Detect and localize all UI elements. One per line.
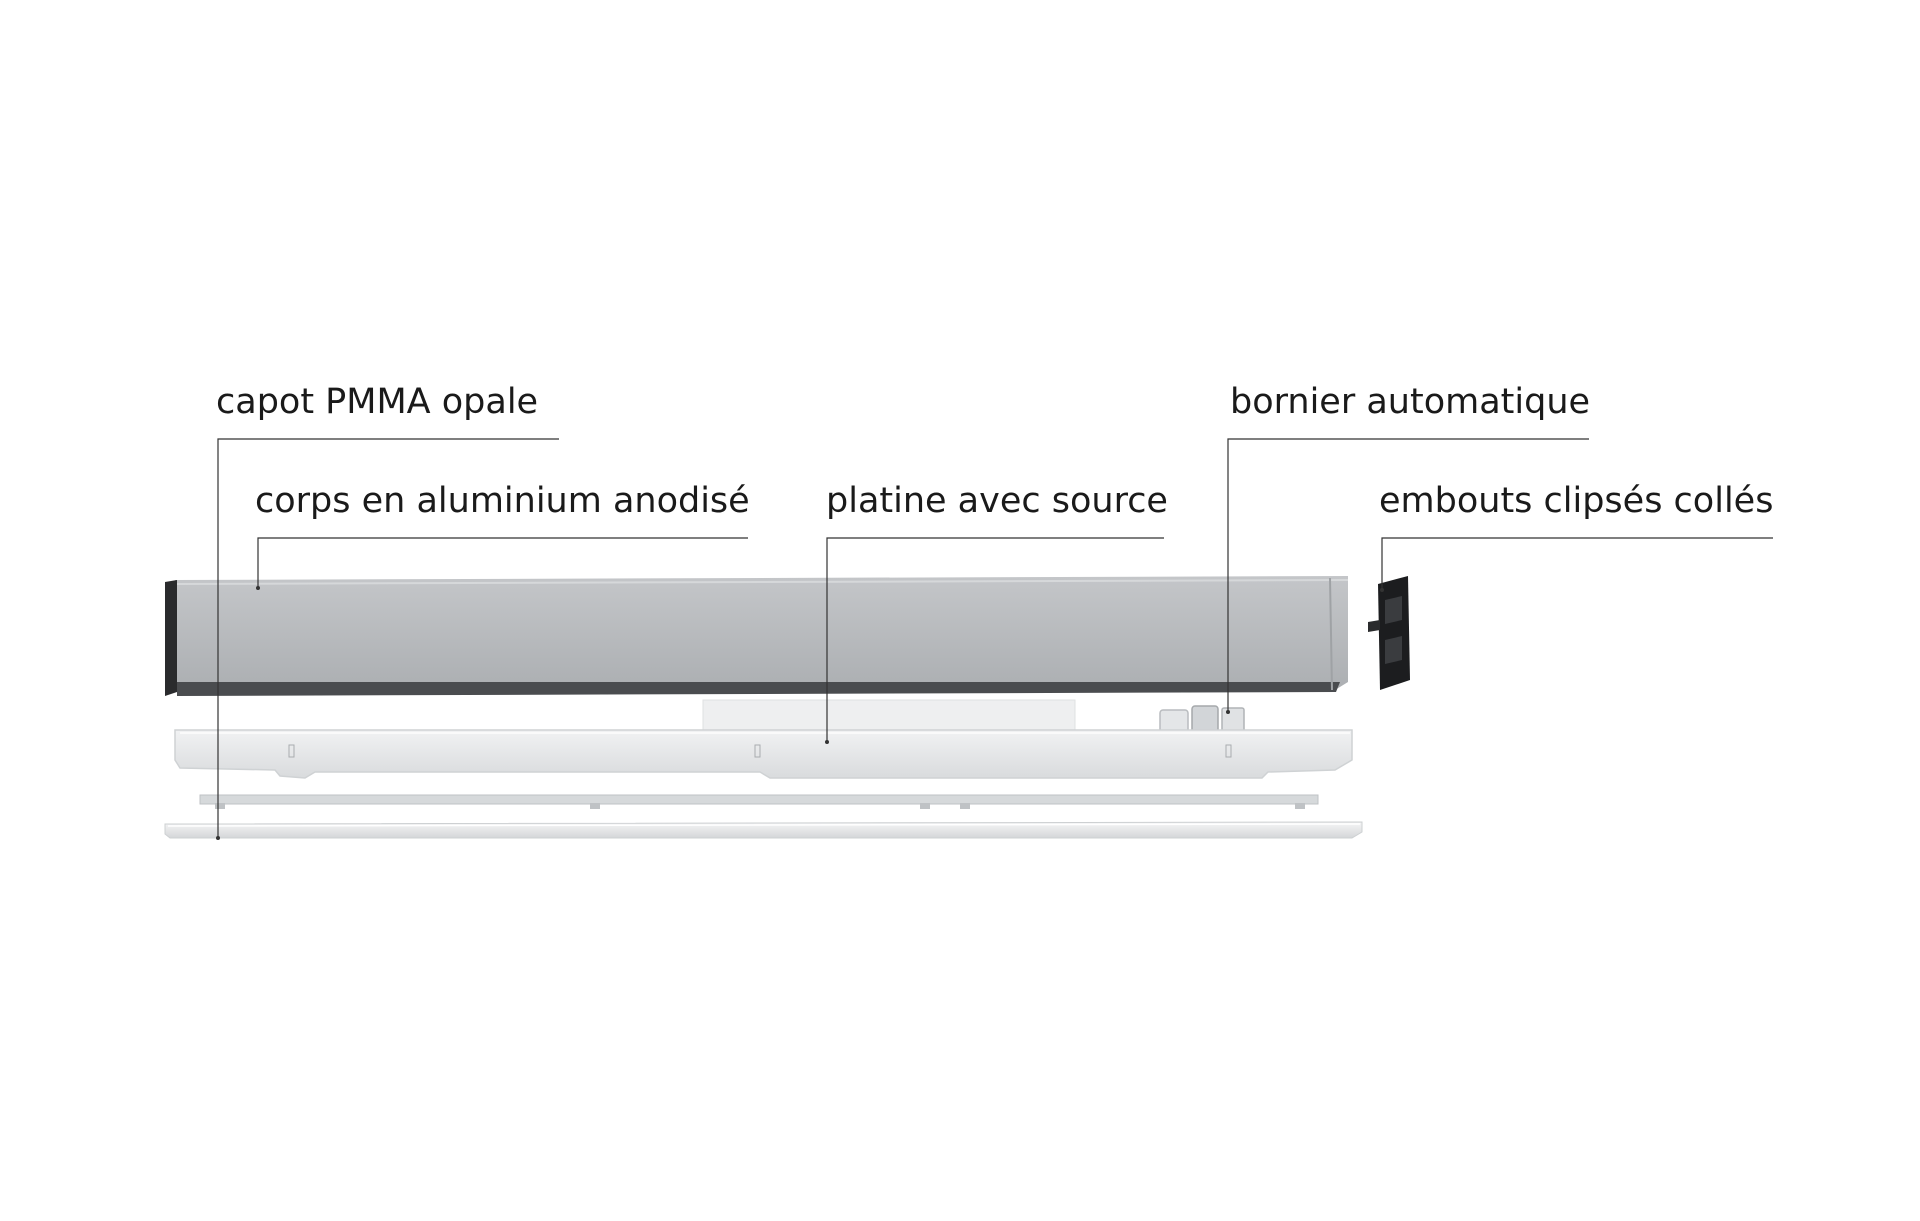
label-embouts: embouts clipsés collés [1379, 481, 1774, 521]
leader-dot-embouts [1380, 588, 1384, 592]
led-strip [199, 794, 1319, 809]
leader-dot-platine [825, 740, 829, 744]
leader-dot-capot [216, 836, 220, 840]
label-bornier: bornier automatique [1230, 382, 1591, 422]
label-platine: platine avec source [826, 481, 1168, 521]
label-corps: corps en aluminium anodisé [255, 481, 750, 521]
end-cap [1368, 576, 1410, 690]
opal-diffuser [164, 821, 1363, 839]
driver-block [702, 699, 1076, 731]
aluminium-body [165, 576, 1349, 696]
leader-line-platine [826, 537, 1164, 742]
leader-line-bornier [1227, 438, 1589, 712]
leader-dots [216, 586, 1384, 840]
leader-dot-bornier [1226, 710, 1230, 714]
leader-line-embouts [1381, 537, 1773, 590]
leader-lines [217, 438, 1773, 838]
leader-line-corps [257, 537, 748, 588]
leader-line-capot [217, 438, 559, 838]
label-capot: capot PMMA opale [216, 382, 539, 422]
terminal-block [1159, 705, 1245, 735]
plate [174, 729, 1353, 779]
leader-dot-corps [256, 586, 260, 590]
